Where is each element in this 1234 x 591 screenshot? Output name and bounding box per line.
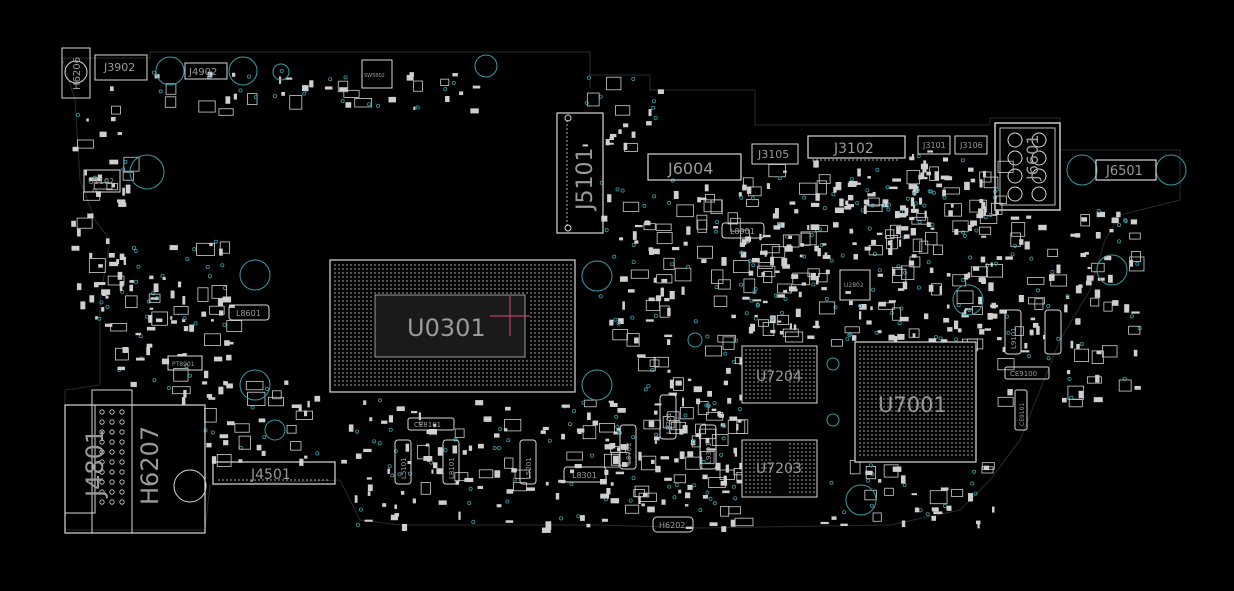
board-outline [61,51,1181,531]
j6601-label: J6601 [1023,135,1042,181]
j6501-label: J6501 [1105,164,1143,179]
j4902-connector: J4902 [155,56,258,86]
h6202-label: H6202 [659,521,685,530]
ce9101-label: CE9101 [1019,403,1026,426]
u1102-chip: U1102 [83,169,121,193]
ce9100-capacitor: CE9100 [1004,366,1050,380]
l8101-label: L8101 [448,457,456,479]
l8901-label: L8901 [730,227,755,236]
u0301-cpu-package: U0301 [329,259,576,393]
u7204-label: U7204 [756,369,802,385]
u2802-label: U2802 [844,282,864,289]
l8601-label: L8601 [236,309,261,318]
j3902-label: J3902 [103,61,135,74]
j3902-connector: J3902 [94,54,148,81]
l9301-inductor: L9301 [699,424,717,470]
ce9100-label: CE9100 [1010,370,1037,378]
h6207-label: H6207 [136,426,164,505]
l9101-inductor: L9101 [1004,309,1062,355]
ce8101-label: CE8101 [414,421,441,429]
pt8901-label: PT8901 [172,361,195,368]
l8701-inductor: L8701 [659,394,677,440]
l9101-label: L9101 [1010,327,1018,349]
l8701-label: L8701 [665,412,673,434]
j3105-connector: J3105 [751,143,799,165]
l8101-inductor: L8101 [442,439,460,485]
j4501-connector: J4501 [212,461,336,485]
l8702-label: L8702 [625,442,633,464]
j3101-connector: J3101 [917,135,951,155]
j6004-connector: J6004 [647,153,742,181]
l5201-label: L5201 [525,457,533,479]
l8301-label: L8301 [572,471,597,480]
l5201-inductor: L5201 [519,439,537,485]
j6601-connector: J6601 [994,122,1061,211]
j5101-connector: J5101 [556,112,604,234]
l8301-inductor: L8301 [563,466,607,483]
j3102-label: J3102 [833,141,874,157]
u7001-package: U7001 [854,341,977,463]
h6206-label: H6206 [72,57,83,90]
j3101-label: J3101 [922,141,946,150]
l9301-label: L9301 [705,442,713,464]
u0301-label: U0301 [407,314,486,342]
l8702-inductor: L8702 [619,424,637,470]
j4801-connector: J4801 H6207 [64,389,207,534]
j6004-label: J6004 [667,159,713,178]
j5101-label: J5101 [573,148,598,212]
l8601-inductor: L8601 [228,304,270,321]
l5101-label: L5101 [400,457,408,479]
sw5802-switch: SW5802 [361,59,393,89]
l8901-inductor: L8901 [721,222,765,239]
h6206-mount: H6206 [61,47,91,99]
l5101-inductor: L5101 [394,439,412,485]
h6202-mount: H6202 [652,516,694,533]
u7001-label: U7001 [878,393,947,417]
j3106-label: J3106 [959,141,983,150]
j4501-label: J4501 [250,467,291,483]
j3105-label: J3105 [757,148,789,161]
u1102-label: U1102 [88,177,114,186]
u7203-package: U7203 [741,439,818,498]
ce8101-capacitor: CE8101 [407,417,455,431]
j6501-connector: J6501 [1066,154,1187,186]
j3102-connector: J3102 [807,135,906,161]
sw5802-label: SW5802 [364,73,385,79]
u2802-chip: U2802 [839,269,871,301]
j3106-connector: J3106 [954,135,988,155]
u7203-label: U7203 [756,461,802,477]
j4801-label: J4801 [81,429,109,499]
ce9101-capacitor: CE9101 [1014,389,1028,431]
u7204-package: U7204 [741,345,818,404]
pt8901-part: PT8901 [167,355,203,371]
j4902-label: J4902 [188,67,217,78]
mounting-holes [129,54,1128,516]
